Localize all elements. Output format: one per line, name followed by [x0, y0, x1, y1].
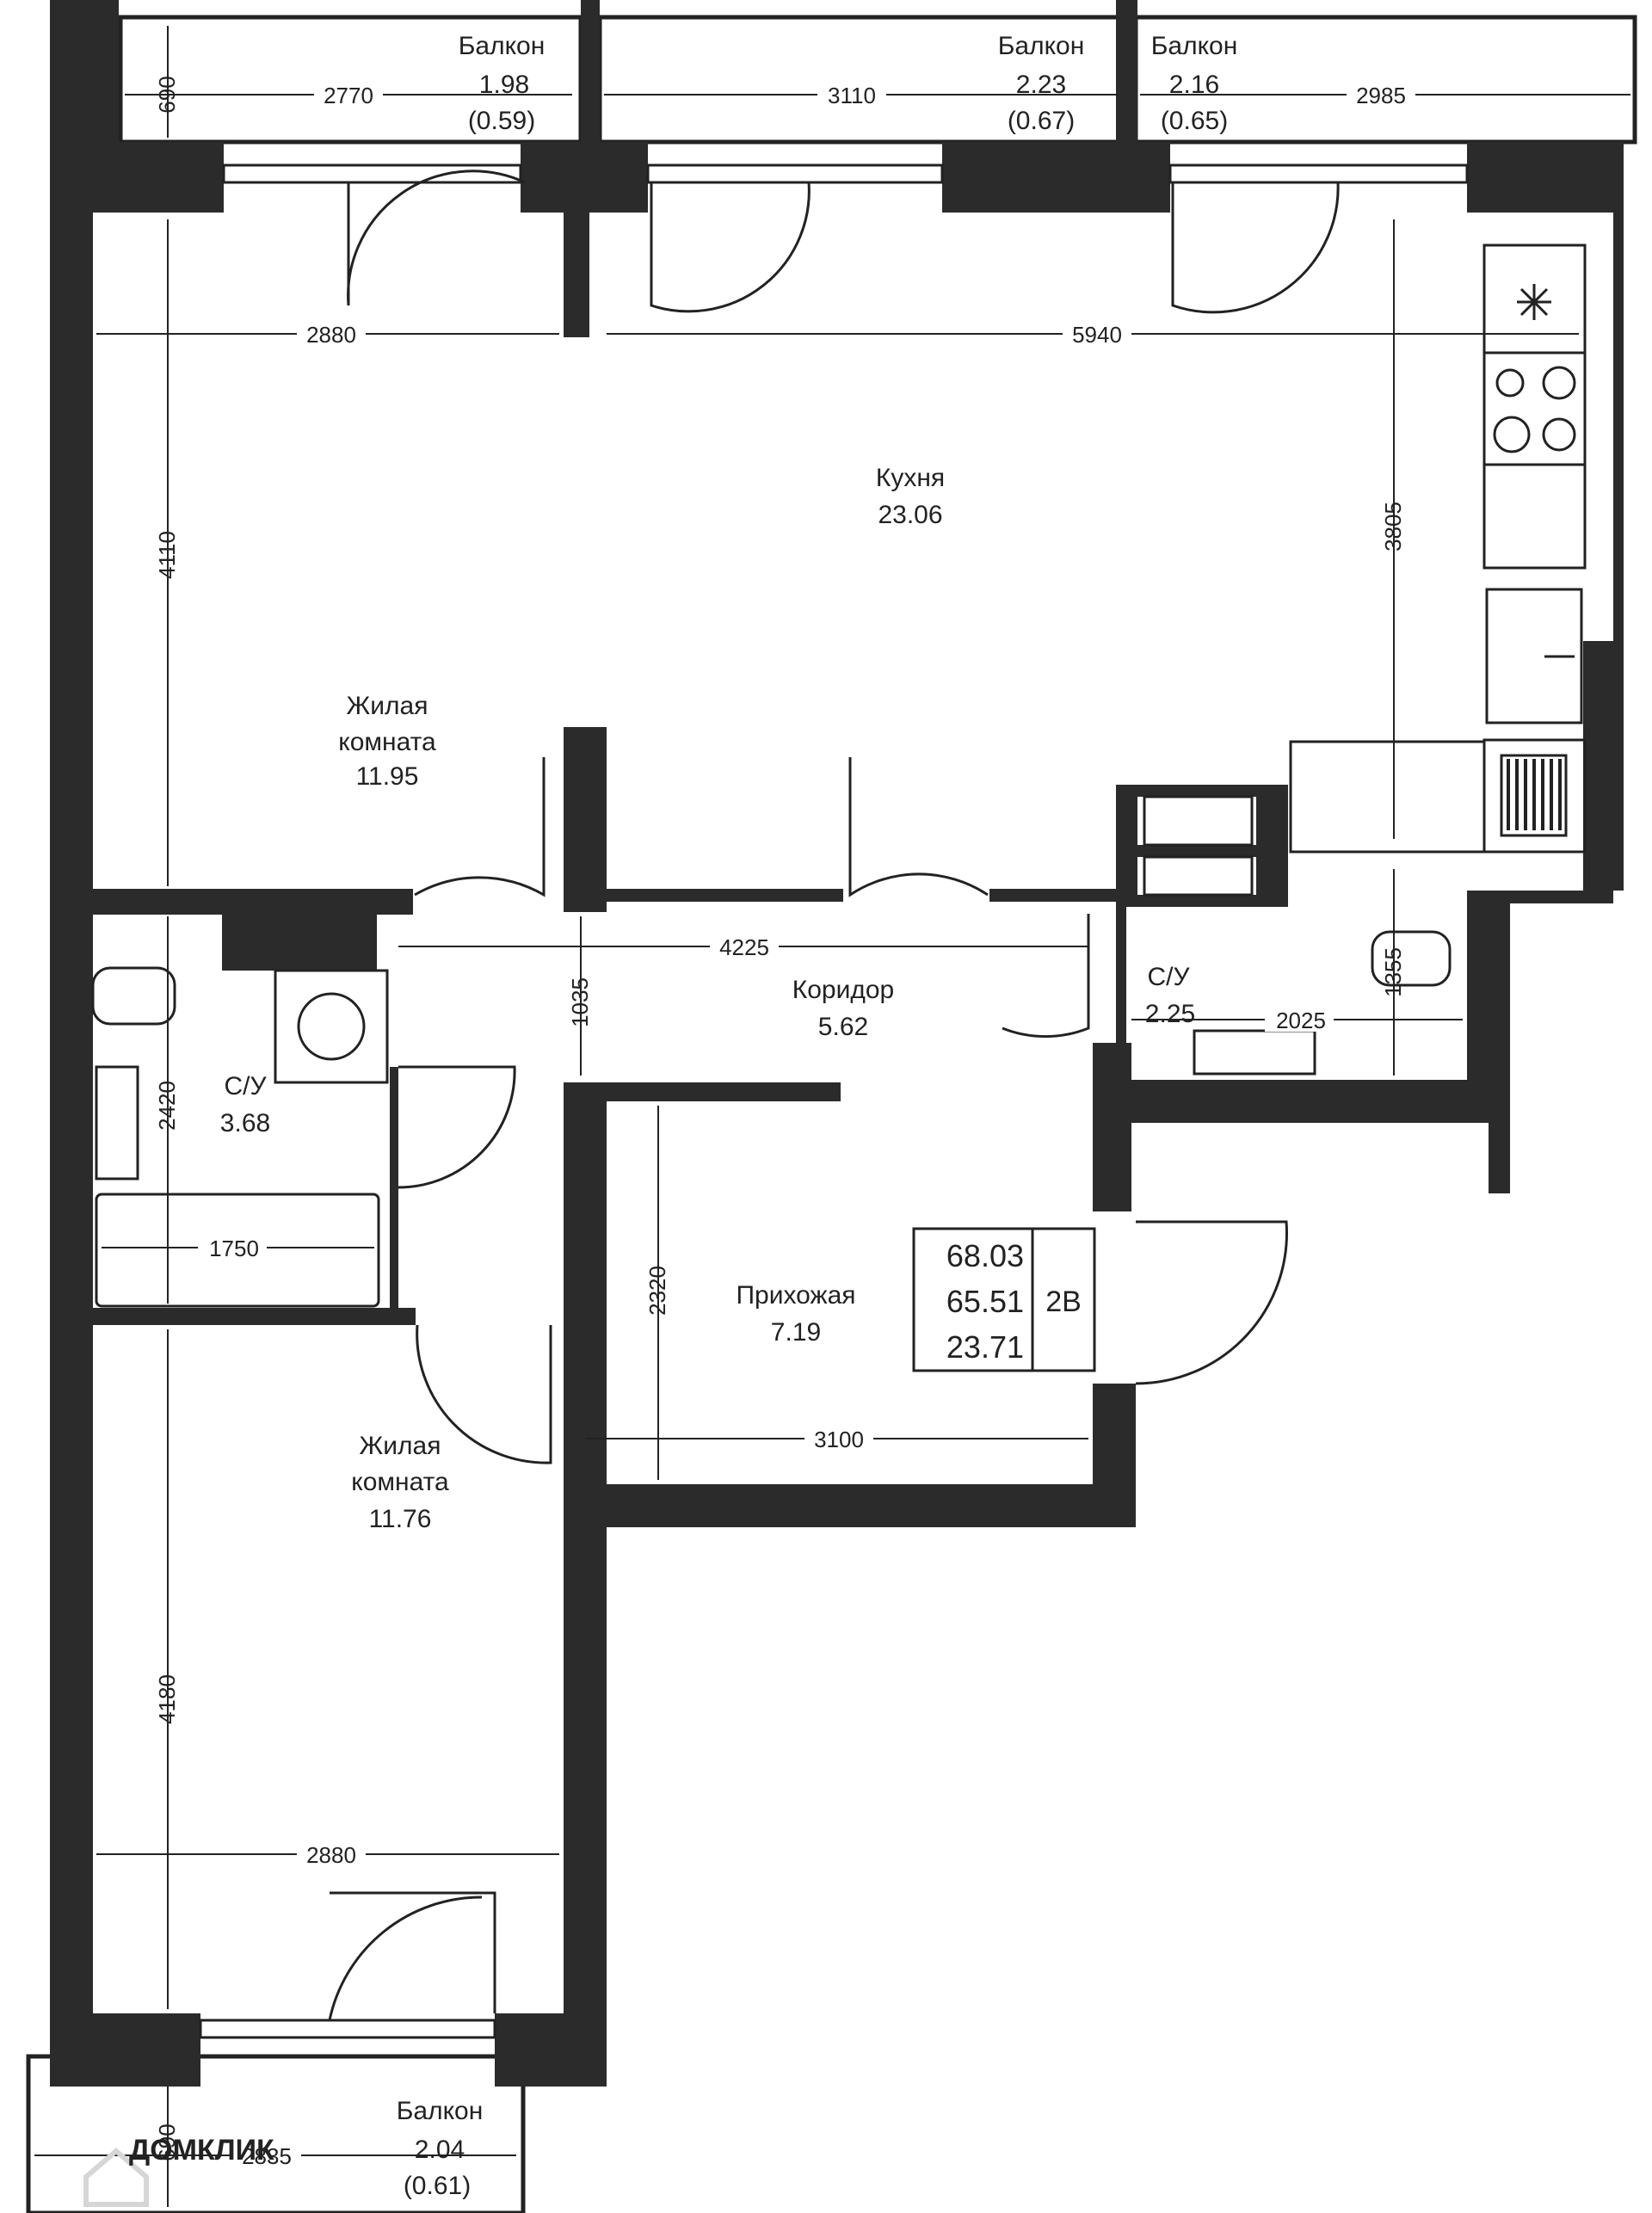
dim-hall-depth: 2320 [644, 1266, 670, 1316]
bath-1-name: С/У [224, 1072, 267, 1100]
kitchen-area: 23.06 [878, 501, 942, 529]
bathroom-fixtures [91, 930, 1452, 1308]
windows [199, 163, 1469, 2039]
bath-2-area: 2.25 [1145, 1000, 1195, 1028]
balcony-2-area: 2.23 [1016, 71, 1066, 99]
dim-kitchen-width: 5940 [1072, 322, 1122, 348]
washing-machine [274, 969, 389, 1084]
summary-box [912, 1227, 1096, 1372]
bath-2-name: С/У [1147, 963, 1190, 991]
balcony-3-name: Балкон [1151, 32, 1238, 60]
balcony-4-name: Балкон [397, 2097, 484, 2125]
dishwasher [1500, 754, 1568, 837]
balcony-1-extra: (0.59) [468, 107, 535, 135]
dim-kitchen-depth: 3805 [1380, 502, 1406, 552]
apartment-type: 2В [1045, 1285, 1082, 1318]
dim-corridor-depth: 1035 [567, 977, 593, 1027]
walls [50, 0, 1624, 2087]
kitchen-name: Кухня [876, 464, 945, 492]
dim-corridor-width: 4225 [719, 934, 769, 960]
living-2-name-2: комната [351, 1468, 449, 1496]
dim-bath-2-width: 2025 [1276, 1008, 1326, 1033]
dim-bath-1-depth: 2420 [154, 1081, 180, 1131]
hall-name: Прихожая [736, 1281, 855, 1310]
dim-bath-1-tub: 1750 [209, 1236, 259, 1261]
sink-1 [95, 1065, 139, 1180]
corridor-name: Коридор [792, 976, 894, 1004]
summary-total-area: 68.03 [946, 1238, 1024, 1273]
balcony-1-area: 1.98 [479, 71, 529, 99]
balcony-2-extra: (0.67) [1008, 107, 1075, 135]
balcony-4-outline [26, 2054, 526, 2213]
hall-area: 7.19 [771, 1318, 821, 1347]
dim-living-2-depth: 4180 [154, 1674, 180, 1724]
sink [1485, 588, 1583, 724]
bath-1-area: 3.68 [220, 1109, 270, 1137]
dim-b3-width: 2985 [1356, 83, 1406, 108]
dim-b4-width: 2835 [242, 2143, 292, 2169]
dim-living-1-depth: 4110 [154, 531, 180, 579]
living-2-name-1: Жилая [360, 1432, 441, 1460]
watermark: ДОМКЛИК [83, 2134, 274, 2207]
house-icon [83, 2148, 149, 2207]
snowflake-icon [1517, 284, 1551, 320]
living-1-name-1: Жилая [347, 692, 428, 720]
dim-living-1-width: 2880 [306, 322, 356, 348]
doors [328, 170, 1340, 2021]
room-labels: Балкон 1.98 (0.59) Балкон 2.23 (0.67) Ба… [220, 32, 1237, 2200]
toilet-1 [91, 966, 176, 1026]
summary-values: 68.03 65.51 23.71 2В [946, 1238, 1082, 1365]
sink-2 [1193, 1029, 1316, 1076]
living-1-name-2: комната [338, 728, 436, 756]
balcony-4-area: 2.04 [415, 2136, 465, 2164]
living-1-area: 11.95 [356, 762, 419, 791]
summary-living-total-area: 65.51 [946, 1284, 1024, 1319]
toilet-2 [1371, 930, 1452, 987]
kitchen-furniture [1143, 243, 1587, 897]
dim-living-2-width: 2880 [306, 1842, 356, 1868]
balcony-1-name: Балкон [459, 32, 546, 60]
dim-b1-width: 2770 [324, 83, 373, 108]
corridor-area: 5.62 [818, 1013, 868, 1041]
dim-b1-depth: 690 [154, 76, 180, 113]
balcony-3-extra: (0.65) [1161, 107, 1228, 135]
dim-bath-2-depth: 1355 [1380, 947, 1406, 997]
dim-hall-width: 3100 [814, 1427, 864, 1452]
balcony-3-area: 2.16 [1169, 71, 1219, 99]
dimension-labels: 690 2770 3110 2985 2880 4110 5940 3805 4… [154, 76, 1415, 2169]
dim-b4-depth: 690 [154, 2124, 180, 2161]
bathtub [95, 1193, 380, 1308]
balcony-2-name: Балкон [998, 32, 1085, 60]
watermark-text: ДОМКЛИК [129, 2134, 274, 2167]
balcony-4-extra: (0.61) [404, 2172, 471, 2200]
dim-b2-width: 3110 [828, 83, 876, 108]
living-2-area: 11.76 [369, 1505, 432, 1533]
summary-living-area: 23.71 [946, 1329, 1024, 1365]
